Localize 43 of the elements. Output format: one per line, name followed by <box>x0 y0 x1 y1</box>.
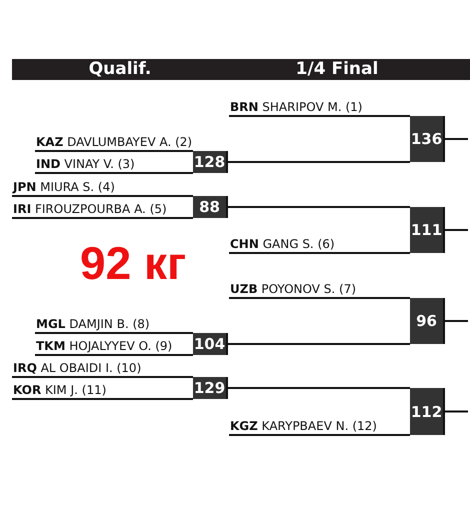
bracket-line <box>445 229 468 231</box>
bracket-line <box>229 434 410 436</box>
athlete-name: CHN GANG S. (6) <box>230 237 335 251</box>
bracket-line <box>12 376 193 378</box>
athlete-name: JPN MIURA S. (4) <box>13 180 115 194</box>
athlete-name: KAZ DAVLUMBAYEV A. (2) <box>36 135 192 149</box>
score-box: 128 <box>193 151 228 173</box>
athlete-name: KGZ KARYPBAEV N. (12) <box>230 419 377 433</box>
score-box: 111 <box>410 207 445 253</box>
athlete-name: IND VINAY V. (3) <box>36 157 135 171</box>
athlete-name: IRQ AL OBAIDI I. (10) <box>13 361 142 375</box>
athlete-name: TKM HOJALYYEV O. (9) <box>36 339 172 353</box>
score-box: 129 <box>193 377 228 399</box>
bracket-line <box>12 195 193 197</box>
bracket-line <box>228 343 410 345</box>
score-box: 88 <box>193 196 228 218</box>
bracket-line <box>229 115 410 117</box>
weight-class-title: 92 кг <box>80 238 186 288</box>
bracket-line <box>12 217 193 219</box>
bracket-line <box>445 138 468 140</box>
bracket-line <box>229 252 410 254</box>
score-box: 136 <box>410 116 445 162</box>
athlete-name: IRI FIROUZPOURBA A. (5) <box>13 202 167 216</box>
bracket-line <box>35 354 193 356</box>
column-header: 1/4 Final <box>296 59 378 80</box>
bracket-line <box>229 297 410 299</box>
bracket-line <box>228 206 410 208</box>
score-box: 96 <box>410 298 445 344</box>
bracket-line <box>228 161 410 163</box>
score-box: 112 <box>410 388 445 435</box>
athlete-name: MGL DAMJIN B. (8) <box>36 317 150 331</box>
bracket-line <box>12 398 193 400</box>
athlete-name: BRN SHARIPOV M. (1) <box>230 100 362 114</box>
score-box: 104 <box>193 333 228 355</box>
bracket-line <box>35 172 193 174</box>
bracket-line <box>445 320 468 322</box>
column-header: Qualif. <box>88 59 152 80</box>
athlete-name: KOR KIM J. (11) <box>13 383 106 397</box>
bracket-line <box>35 150 193 152</box>
bracket-line <box>445 410 468 412</box>
athlete-name: UZB POYONOV S. (7) <box>230 282 356 296</box>
bracket-line <box>35 332 193 334</box>
bracket-line <box>228 387 410 389</box>
